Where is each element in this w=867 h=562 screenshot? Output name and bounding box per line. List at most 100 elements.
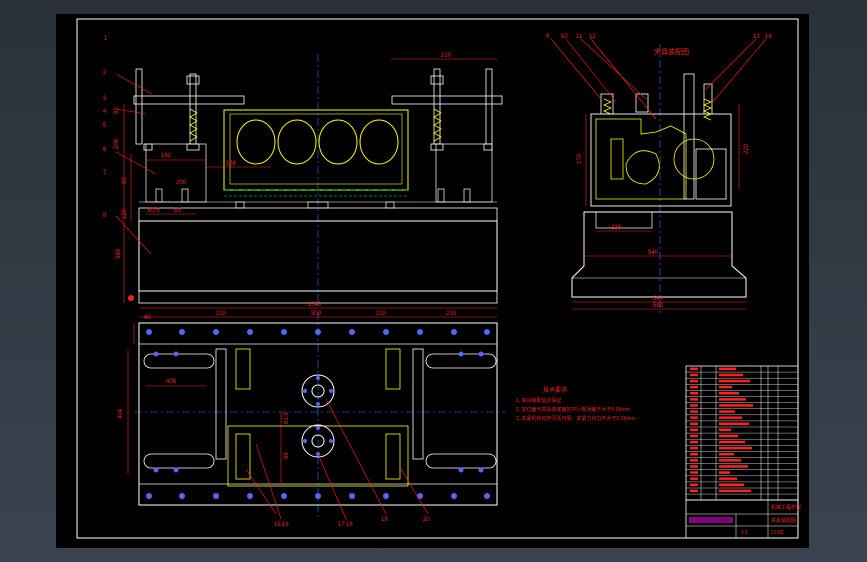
front-workpiece [223,109,409,191]
parts-list-entry-mark [719,373,743,377]
side-height-dim: 170 [577,153,583,164]
top-left-dim-1: 404 [118,408,124,419]
parts-list-index-mark [690,477,698,480]
notes-line-1: 1. 夹具装配后应保证 [516,397,562,404]
parts-list-index-mark [690,453,698,456]
top-inner-dim-1: 61.5 [284,412,290,424]
parts-list-entry-mark [719,483,744,486]
front-inner-dim-3: 60.5 [148,208,160,214]
side-balloon-9: 9 [546,34,550,40]
side-view-title: 夹具装配图 [654,47,689,56]
parts-list-entry-mark [719,428,731,432]
notes-line-2: 2. 定位面与夹具体底面的平行度误差不大于0.05mm [516,406,630,413]
side-balloon-10: 10 [561,34,568,40]
front-height-dim-0: 92 [114,107,120,114]
technical-notes: 技术要求 1. 夹具装配后应保证 2. 定位面与夹具体底面的平行度误差不大于0.… [516,386,635,422]
parts-list-index-mark [690,373,698,377]
title-school: 机械工程学院 [771,504,801,511]
front-inner-dim-4: 65 [174,208,181,214]
front-balloon-2: 2 [103,70,107,76]
parts-list-index-mark [690,379,698,383]
top-dim-0: 210 [216,311,227,317]
top-center-bores [301,374,335,458]
parts-list-index-mark [690,410,698,413]
side-width-dim-1: 644 [653,296,664,302]
parts-list-index-mark [690,471,698,474]
top-dim-2: 210 [376,311,387,317]
title-drawing-no: JJ-00 [771,530,783,536]
side-right-dim: 220 [744,143,750,154]
parts-list-entry-mark [719,471,730,474]
notes-line-3: 3. 夹紧机构动作灵活可靠，夹紧力均匀不大于0.05mm [516,415,635,422]
parts-list-entry-mark [719,422,749,425]
front-balloon-7: 7 [103,170,107,176]
front-bores [236,119,399,165]
parts-list-entry-mark [719,367,736,371]
parts-list-entry-mark [719,404,753,407]
front-height-dim-2: 90 [122,177,128,184]
parts-list-entry-mark [719,440,745,444]
front-balloon-4: 4 [103,109,107,115]
title-block: 机械工程学院 夹具装配图 JJ-00 1:1 [685,499,801,539]
parts-list-index-mark [690,459,698,462]
parts-list-entry-mark [719,416,742,419]
top-view: 210 300 210 210 40 404 406 61.5 96 15 16… [118,311,506,528]
parts-list-entry-mark [719,392,739,395]
top-bolt-holes [146,329,490,499]
parts-list-index-mark [690,385,698,389]
top-balloon-18: 18 [346,522,353,528]
parts-list-index-mark [690,367,698,371]
parts-list-entry-mark [719,453,734,456]
side-inner-dim: 238 [611,225,622,231]
parts-list-entry-mark [719,410,735,413]
front-balloon-1: 1 [104,36,108,42]
title-scale: 1:1 [741,530,748,536]
front-inner-dim-0: 162 [161,153,172,159]
side-view: 夹具装配图 [546,34,772,314]
side-fixture-body [590,113,732,207]
front-balloon-5: 5 [103,123,107,129]
front-balloon-3: 3 [103,96,107,102]
front-top-right-dim: 210 [441,53,452,59]
title-drawing-name: 夹具装配图 [771,517,796,524]
front-view: 1040 210 92 206 90 120 380 162 168 200 6… [103,36,503,309]
parts-list-index-mark [690,434,698,438]
parts-list [685,365,799,501]
parts-list-index-mark [690,422,698,425]
side-balloon-12: 12 [589,34,596,40]
parts-list-entry-mark [719,379,750,383]
top-yellow-parts [227,348,409,487]
side-balloon-13: 13 [753,34,760,40]
front-height-dim-1: 206 [114,138,120,149]
top-balloon-15: 15 [274,522,281,528]
side-width-dim-2: 540 [648,250,659,256]
drawing-border [76,18,799,539]
parts-list-index-mark [690,398,698,401]
parts-list-entry-mark [719,385,732,389]
parts-list-entry-mark [719,489,751,493]
parts-list-entry-mark [719,446,752,450]
cad-drawing-canvas[interactable]: 1040 210 92 206 90 120 380 162 168 200 6… [56,14,809,548]
parts-list-entry-mark [719,465,748,468]
top-balloon-16: 16 [282,522,289,528]
parts-list-index-mark [690,446,698,450]
notes-title: 技术要求 [543,386,567,394]
top-dim-1: 300 [311,311,322,317]
parts-list-index-mark [690,489,698,493]
front-inner-dim-2: 200 [176,180,187,186]
front-inner-dim-1: 168 [226,161,237,167]
parts-list-index-mark [690,392,698,395]
top-inner-dim-0: 406 [166,379,177,385]
front-balloon-8: 8 [103,213,107,219]
drawing-sheet: 1040 210 92 206 90 120 380 162 168 200 6… [56,14,809,548]
front-height-dim-3: 120 [122,208,128,219]
side-balloon-11: 11 [576,34,583,40]
parts-list-index-mark [690,428,698,432]
parts-list-entry-mark [719,459,741,462]
top-left-dim-0: 40 [144,315,151,321]
side-width-dim-3: 580 [653,303,664,309]
top-dim-3: 210 [446,311,457,317]
front-base-plate [138,290,498,304]
front-height-dim-4: 380 [116,248,122,259]
